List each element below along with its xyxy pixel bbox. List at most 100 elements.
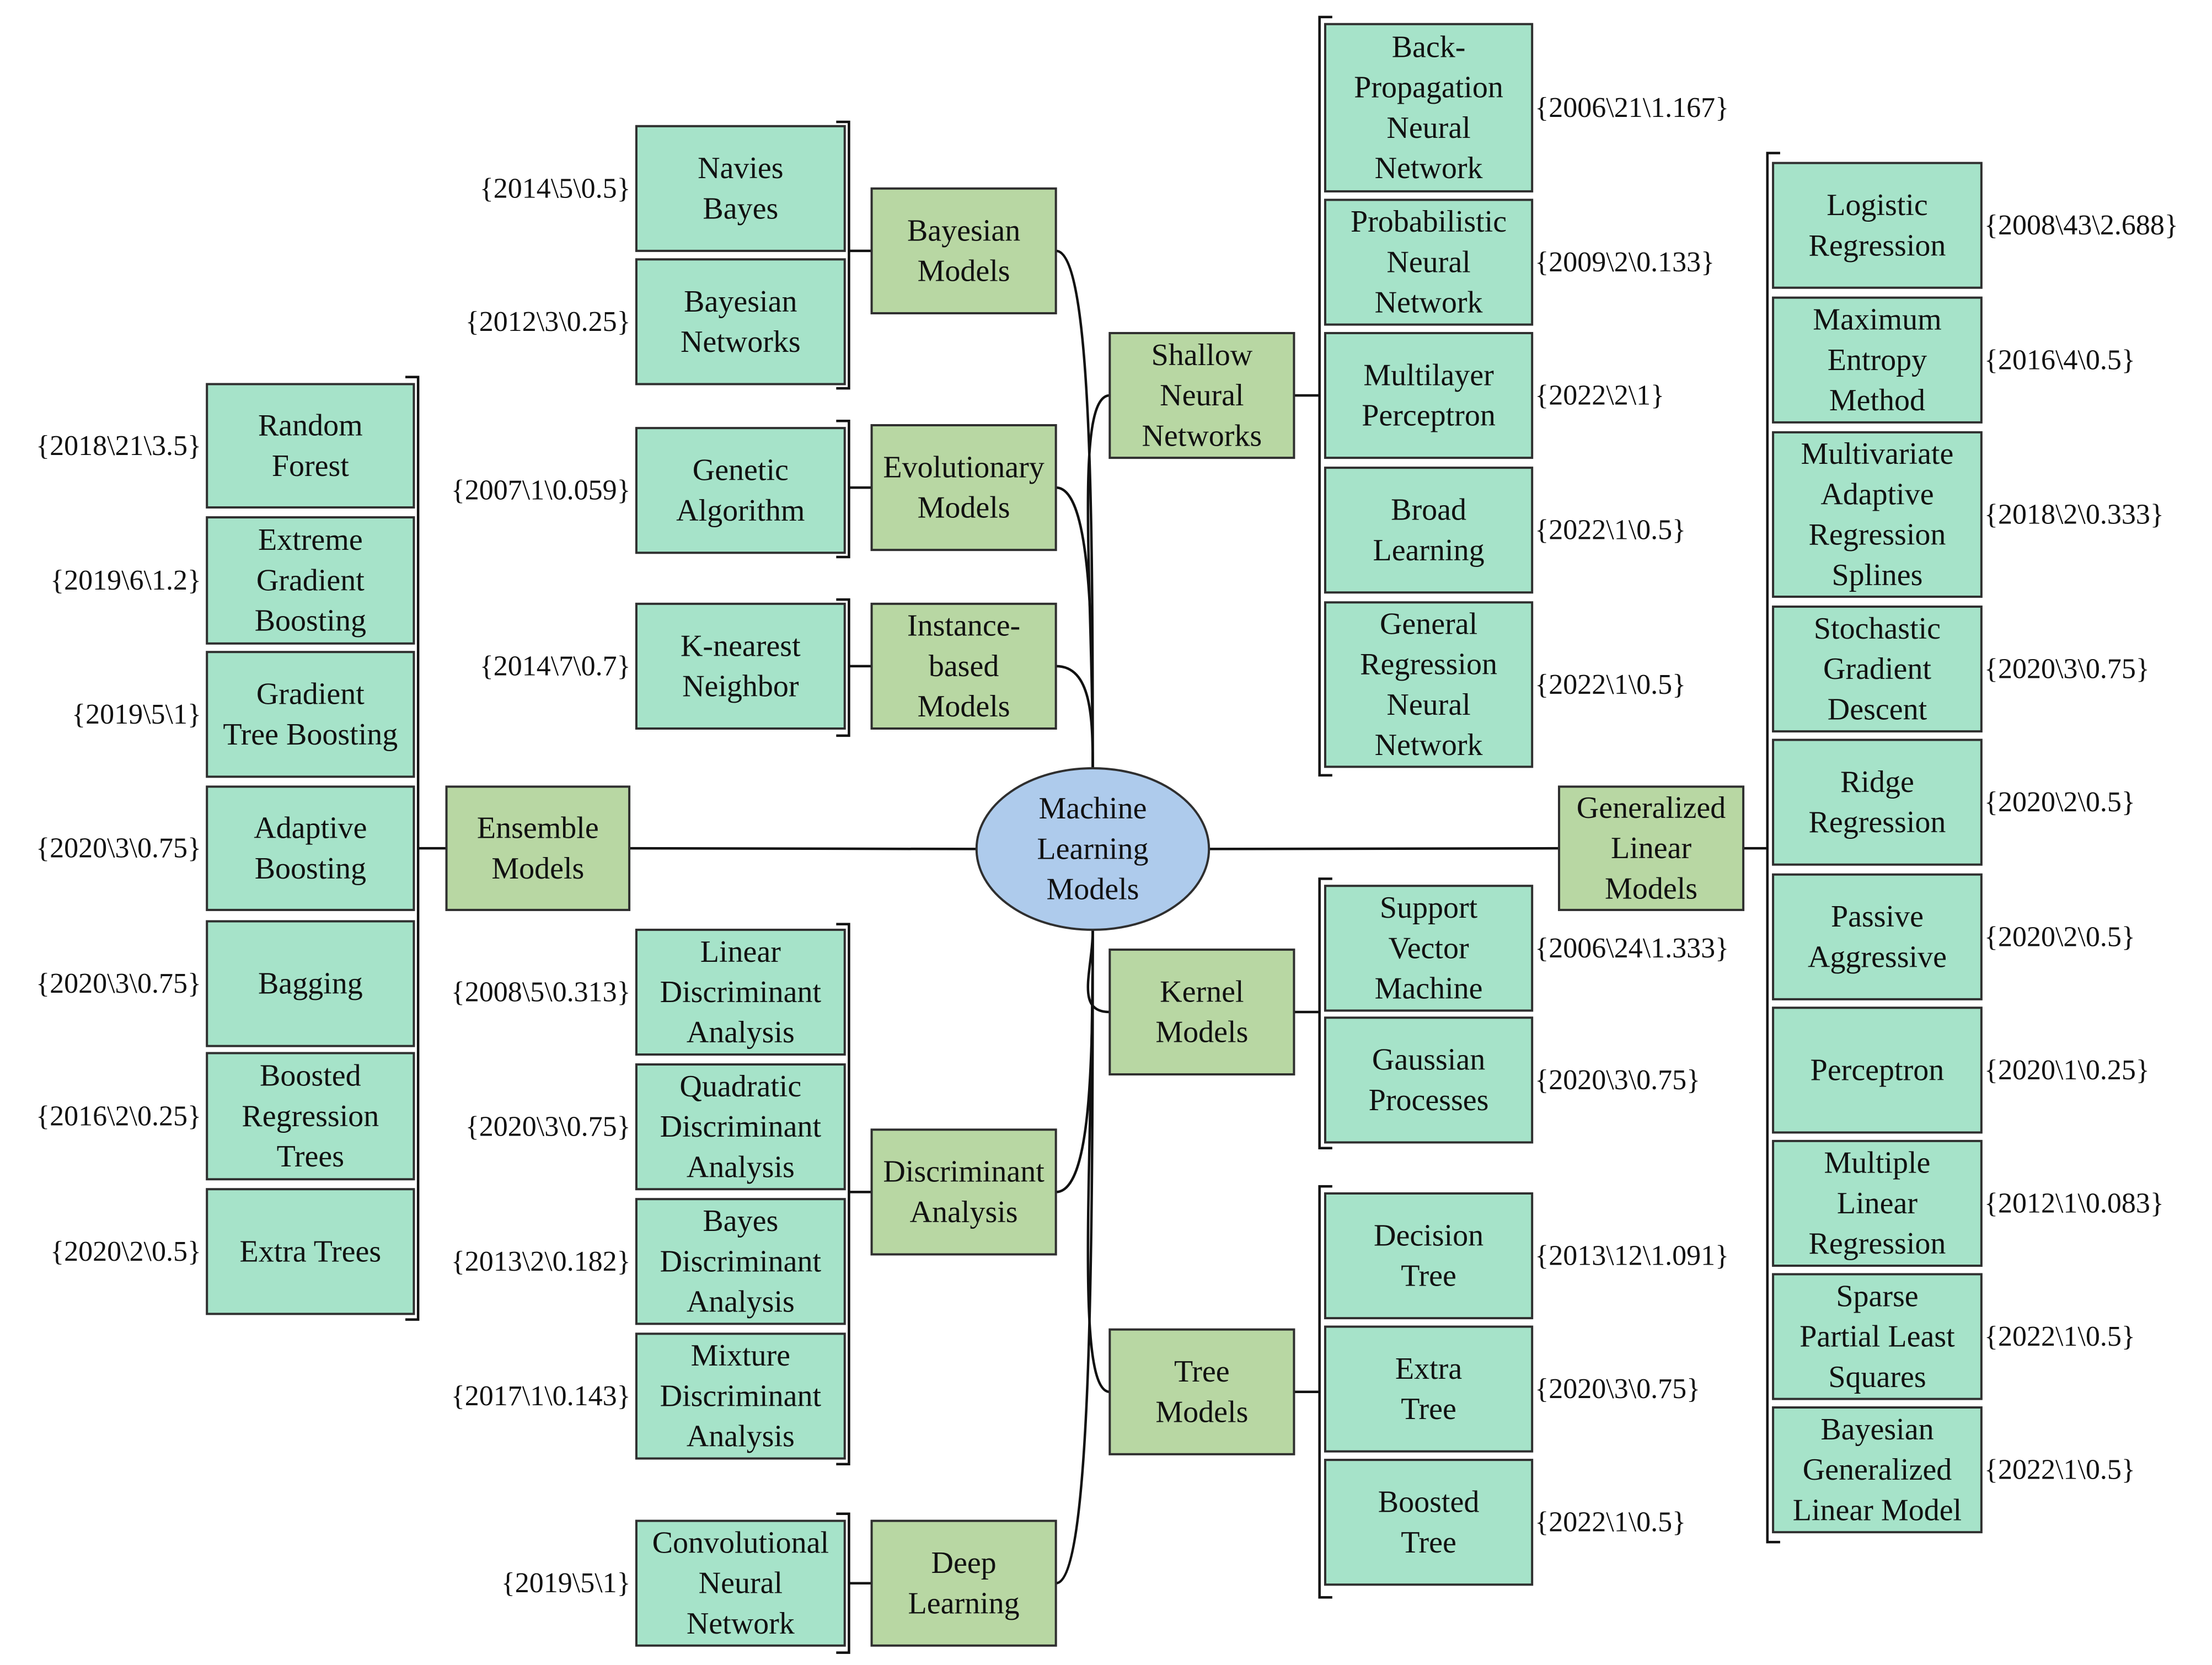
item-extra-trees-label: Extra Trees [240, 1234, 382, 1268]
item-sparse-partial-least-squares-box [1772, 1273, 1983, 1400]
item-adaptive-boosting-box [206, 785, 415, 911]
item-perceptron-label: Perceptron [1811, 1053, 1945, 1087]
item-quadratic-discriminant-analysis-box [635, 1063, 846, 1191]
item-stochastic-gradient-descent-box [1772, 605, 1983, 733]
item-probabilistic-neural-network-box [1324, 199, 1534, 326]
item-ridge-regression-stat: {2020\2\0.5} [1984, 786, 2135, 818]
item-back-propagation-neural-network-stat: {2006\21\1.167} [1535, 92, 1729, 124]
category-ensemble-box [445, 785, 631, 911]
category-shallow-box [1108, 331, 1295, 459]
item-logistic-regression-stat: {2008\43\2.688} [1984, 210, 2178, 241]
item-boosted-tree-box [1324, 1459, 1534, 1586]
item-boosted-regression-trees-stat: {2016\2\0.25} [36, 1100, 201, 1132]
item-passive-aggressive-box [1772, 873, 1983, 1000]
category-bayesian-box [870, 187, 1057, 314]
item-extreme-gradient-boosting-box [206, 516, 415, 645]
item-broad-learning-box [1324, 467, 1534, 594]
root-ellipse [975, 767, 1211, 931]
item-bayesian-generalized-linear-model-box [1772, 1406, 1983, 1534]
item-probabilistic-neural-network-stat: {2009\2\0.133} [1535, 247, 1715, 278]
item-extra-trees-box [206, 1188, 415, 1315]
item-genetic-algorithm-stat: {2007\1\0.059} [451, 475, 631, 506]
item-convolutional-neural-network-stat: {2019\5\1} [501, 1567, 631, 1599]
item-multiple-linear-regression-stat: {2012\1\0.083} [1984, 1187, 2164, 1219]
item-support-vector-machine-stat: {2006\24\1.333} [1535, 933, 1729, 964]
connector-lines [405, 15, 1780, 1654]
item-boosted-tree-stat: {2022\1\0.5} [1535, 1507, 1686, 1538]
category-kernel-box [1108, 948, 1295, 1076]
item-quadratic-discriminant-analysis-stat: {2020\3\0.75} [465, 1111, 631, 1143]
bracket-kernel [1318, 877, 1332, 1149]
link-root-instance [1056, 665, 1094, 768]
item-extra-trees-stat: {2020\2\0.5} [50, 1236, 201, 1267]
item-bayesian-networks-stat: {2012\3\0.25} [465, 306, 631, 338]
item-decision-tree-stat: {2013\12\1.091} [1535, 1240, 1729, 1272]
item-bayesian-networks-box [635, 258, 846, 386]
item-ridge-regression-box [1772, 738, 1983, 866]
item-random-forest-stat: {2018\21\3.5} [36, 430, 201, 462]
item-bayes-discriminant-analysis-box [635, 1198, 846, 1325]
category-evolutionary-box [870, 424, 1057, 552]
item-general-regression-neural-network-stat: {2022\1\0.5} [1535, 669, 1686, 700]
item-extra-tree-box [1324, 1325, 1534, 1453]
link-root-shallow [1086, 394, 1110, 768]
link-root-glm [1209, 847, 1560, 850]
item-perceptron-box [1772, 1007, 1983, 1134]
item-decision-tree-box [1324, 1192, 1534, 1320]
item-convolutional-neural-network-box [635, 1519, 846, 1647]
item-bagging-box [206, 920, 415, 1047]
category-glm-box [1558, 785, 1745, 911]
link-root-tree [1086, 929, 1110, 1393]
item-bayesian-generalized-linear-model-stat: {2022\1\0.5} [1984, 1454, 2135, 1486]
